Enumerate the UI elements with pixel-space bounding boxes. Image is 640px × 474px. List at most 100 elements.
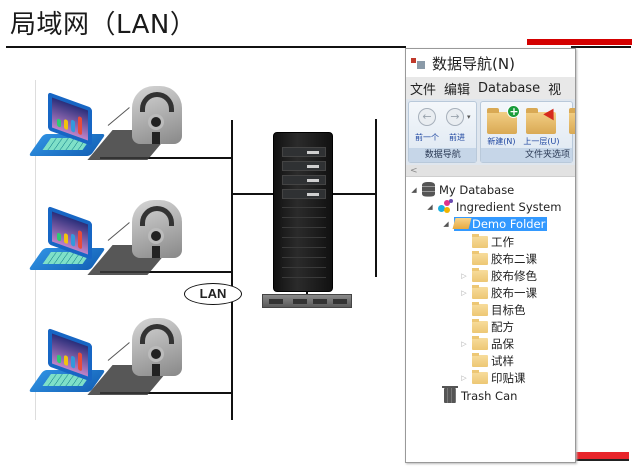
back-arrow-icon: ← — [418, 108, 436, 126]
folder-icon — [472, 233, 488, 248]
folder-icon — [472, 318, 488, 333]
folder-icon-partial — [569, 108, 575, 134]
laptop-icon — [28, 327, 106, 396]
node-label: 胶布修色 — [491, 268, 537, 283]
folder-icon — [472, 250, 488, 265]
collapsed-triangle-icon[interactable]: ▷ — [461, 373, 467, 382]
menu-edit[interactable]: 编辑 — [444, 82, 471, 98]
folder-icon — [472, 369, 488, 384]
folder-icon — [472, 267, 488, 282]
server-icon — [273, 132, 333, 292]
accent-bar-bottom — [576, 452, 629, 461]
ribbon-group-navigation: ← 前一个 → ▾ 前进 数据导航 — [408, 101, 478, 163]
tree-node-folder[interactable]: 试样 — [460, 352, 514, 369]
menu-file[interactable]: 文件 — [410, 82, 437, 98]
laptop-2-link — [100, 271, 232, 273]
back-button[interactable]: ← 前一个 — [413, 106, 441, 146]
panel-title: 数据导航(N) — [432, 54, 515, 73]
tree-node-folder[interactable]: 胶布二课 — [460, 250, 537, 267]
horizontal-scrollbar[interactable]: < — [406, 165, 575, 177]
node-label: 胶布二课 — [491, 251, 537, 266]
selected-highlight: Demo Folder — [452, 216, 548, 231]
title-underline-right — [571, 46, 631, 48]
navigator-icon — [410, 56, 428, 70]
node-label: 胶布一课 — [491, 285, 537, 300]
up-level-button[interactable]: 上一层(U) — [521, 105, 561, 146]
node-label: 工作 — [491, 234, 514, 249]
forward-button[interactable]: → ▾ 前进 — [443, 106, 475, 146]
up-folder-icon — [526, 108, 557, 134]
data-navigator-panel: 数据导航(N) 文件 编辑 Database 视 ← 前一个 → ▾ 前进 数据… — [405, 48, 576, 463]
tree-node-ingredient-system[interactable]: ◢ Ingredient System — [426, 198, 561, 215]
collapsed-triangle-icon[interactable]: ▷ — [461, 339, 467, 348]
cable — [107, 342, 130, 361]
tree-node-demo-folder[interactable]: ◢ Demo Folder — [442, 215, 548, 232]
folder-icon — [472, 352, 488, 367]
spectrophotometer-icon — [128, 200, 186, 262]
expanded-triangle-icon[interactable]: ◢ — [443, 219, 449, 228]
cable — [107, 222, 130, 241]
folder-icon — [472, 284, 488, 299]
ribbon-group-folder-options: + 新建(N) 上一层(U) 文件夹选项 — [480, 101, 575, 163]
spectrophotometer-icon — [128, 318, 186, 380]
ribbon-group-label: 文件夹选项 — [481, 148, 572, 162]
scroll-left-icon[interactable]: < — [410, 166, 418, 176]
node-label: Trash Can — [461, 388, 518, 403]
node-label: 配方 — [491, 319, 514, 334]
menu-database[interactable]: Database — [478, 80, 541, 96]
dropdown-icon: ▾ — [467, 113, 471, 121]
lan-label: LAN — [184, 283, 242, 305]
laptop-keyboard — [28, 370, 106, 392]
trash-can-icon — [442, 386, 458, 403]
server-right-link — [333, 193, 376, 195]
laptop-icon — [28, 205, 106, 274]
node-label: 印贴课 — [491, 370, 526, 385]
tree-node-folder[interactable]: 目标色 — [460, 301, 526, 318]
spectrophotometer-icon — [128, 86, 186, 148]
left-guide-line — [35, 80, 36, 420]
accent-bar-top — [527, 39, 632, 45]
right-backbone-line — [375, 119, 377, 277]
server-left-link — [232, 193, 274, 195]
node-label: Demo Folder — [472, 216, 546, 231]
cable — [107, 107, 130, 126]
forward-label: 前进 — [449, 133, 465, 142]
lan-backbone-line — [231, 120, 233, 420]
laptop-3-link — [100, 392, 232, 394]
database-icon — [422, 182, 435, 197]
expanded-triangle-icon[interactable]: ◢ — [411, 185, 417, 194]
title-underline — [6, 46, 406, 48]
tree-node-folder[interactable]: ▷ 胶布修色 — [460, 267, 537, 284]
tree-node-my-database[interactable]: ◢ My Database — [410, 181, 514, 198]
tree-node-trash-can[interactable]: Trash Can — [442, 386, 518, 404]
menu-view[interactable]: 视 — [548, 82, 562, 98]
node-label: 目标色 — [491, 302, 526, 317]
new-label: 新建(N) — [487, 137, 516, 146]
back-label: 前一个 — [415, 133, 439, 142]
tree-node-folder[interactable]: 工作 — [460, 233, 514, 250]
tree-node-folder[interactable]: 配方 — [460, 318, 514, 335]
ribbon: ← 前一个 → ▾ 前进 数据导航 + 新建(N) 上一层(U) 文件夹选项 — [406, 99, 575, 165]
collapsed-triangle-icon[interactable]: ▷ — [461, 271, 467, 280]
node-label: 品保 — [491, 336, 514, 351]
collapsed-triangle-icon[interactable]: ▷ — [461, 288, 467, 297]
panel-title-bar: 数据导航(N) — [406, 49, 575, 77]
slide-title: 局域网（LAN） — [10, 10, 197, 40]
forward-arrow-icon: → — [446, 108, 464, 126]
open-folder-icon — [452, 218, 472, 229]
tree-node-folder[interactable]: ▷ 印贴课 — [460, 369, 526, 386]
laptop-keyboard — [28, 134, 106, 156]
menu-bar: 文件 编辑 Database 视 — [406, 77, 575, 99]
lan-diagram: LAN — [28, 80, 377, 420]
expanded-triangle-icon[interactable]: ◢ — [427, 202, 433, 211]
laptop-keyboard — [28, 248, 106, 270]
folder-icon — [472, 335, 488, 350]
new-folder-button[interactable]: + 新建(N) — [483, 105, 521, 146]
node-label: Ingredient System — [456, 199, 562, 214]
tree-node-folder[interactable]: ▷ 品保 — [460, 335, 514, 352]
up-label: 上一层(U) — [523, 137, 560, 146]
ingredient-system-icon — [438, 199, 454, 214]
plus-icon: + — [507, 105, 521, 118]
tree-node-folder[interactable]: ▷ 胶布一课 — [460, 284, 537, 301]
ribbon-group-label: 数据导航 — [409, 148, 477, 162]
